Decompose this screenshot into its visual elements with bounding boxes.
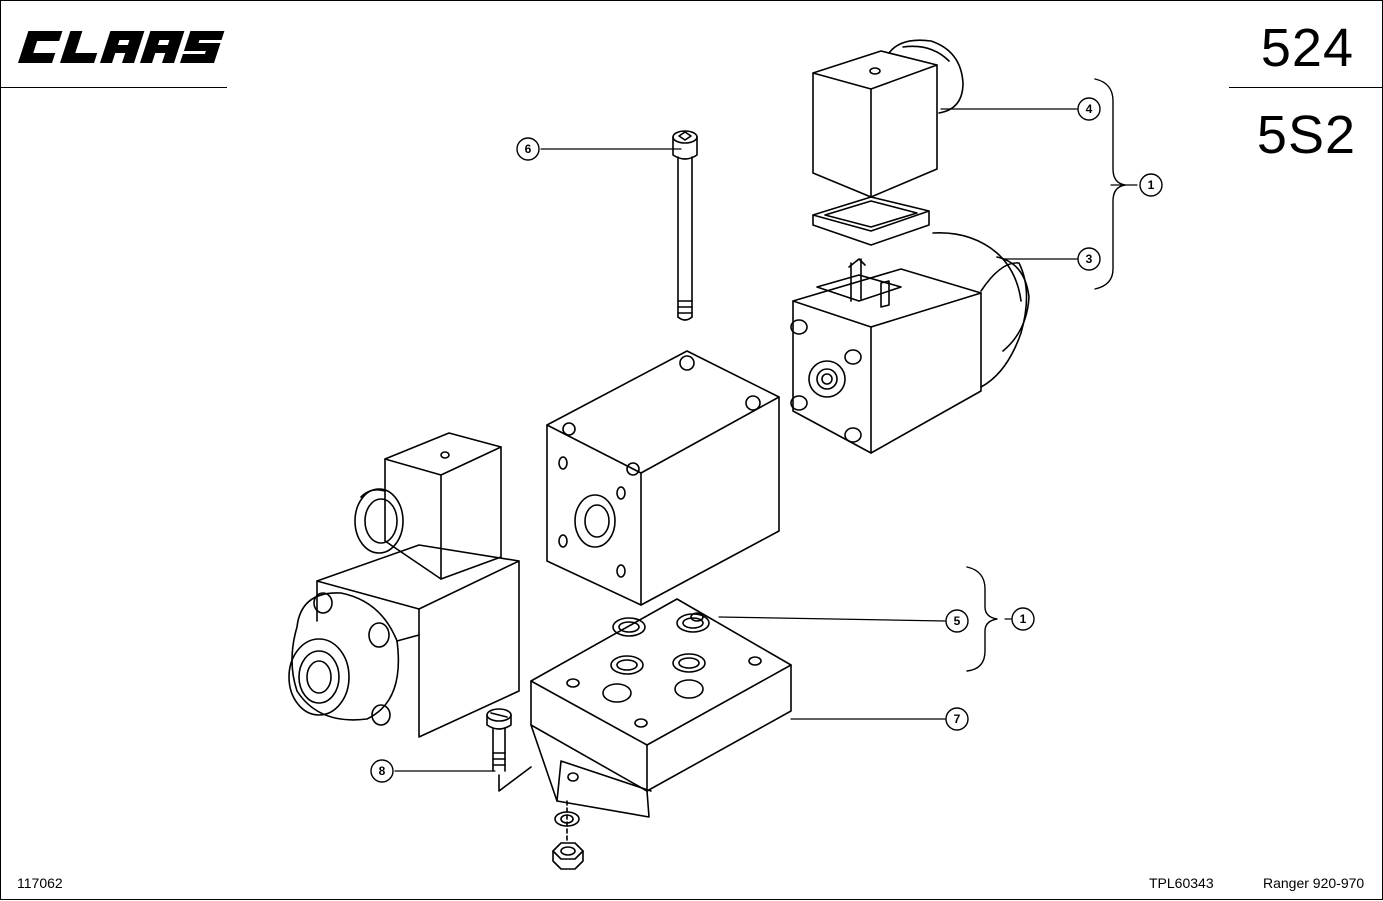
claas-logo-graphic <box>18 31 225 63</box>
image-number: 117062 <box>17 875 63 891</box>
callout-6: 6 <box>516 137 540 161</box>
leader-lines <box>394 108 1138 772</box>
svg-text:3: 3 <box>1086 252 1093 266</box>
callout-4: 4 <box>1077 97 1101 121</box>
svg-text:7: 7 <box>954 712 961 726</box>
solenoid-valve-lower <box>288 432 520 738</box>
socket-head-screw <box>672 130 698 321</box>
svg-text:4: 4 <box>1086 102 1093 116</box>
svg-text:1: 1 <box>1148 178 1155 192</box>
o-rings <box>610 613 710 675</box>
group-braces <box>966 78 1126 672</box>
svg-text:5: 5 <box>954 614 961 628</box>
svg-text:6: 6 <box>525 142 532 156</box>
intermediate-block <box>546 350 780 606</box>
claas-logo <box>15 23 235 71</box>
callout-7: 7 <box>945 707 969 731</box>
callout-5: 5 <box>945 609 969 633</box>
svg-text:8: 8 <box>379 764 386 778</box>
callout-8: 8 <box>370 759 394 783</box>
model-range: Ranger 920-970 <box>1263 875 1365 891</box>
sub-plate <box>530 598 792 818</box>
header-rule-right <box>1229 87 1383 88</box>
section-number: 524 <box>1260 18 1354 78</box>
washer-and-nut <box>552 800 584 870</box>
callout-3: 3 <box>1077 247 1101 271</box>
slotted-bolt <box>486 708 532 792</box>
callout-1-upper: 1 <box>1139 173 1163 197</box>
group-code: 5S2 <box>1256 105 1356 165</box>
callout-group: 4 3 1 6 5 1 7 <box>370 97 1163 783</box>
connector-plug-upper <box>812 39 964 198</box>
header-rule-left <box>1 87 227 88</box>
gasket <box>812 196 930 246</box>
callout-1-lower: 1 <box>1011 607 1035 631</box>
plate-code: TPL60343 <box>1149 875 1214 891</box>
svg-text:1: 1 <box>1020 612 1027 626</box>
solenoid-valve-upper <box>790 232 1030 454</box>
